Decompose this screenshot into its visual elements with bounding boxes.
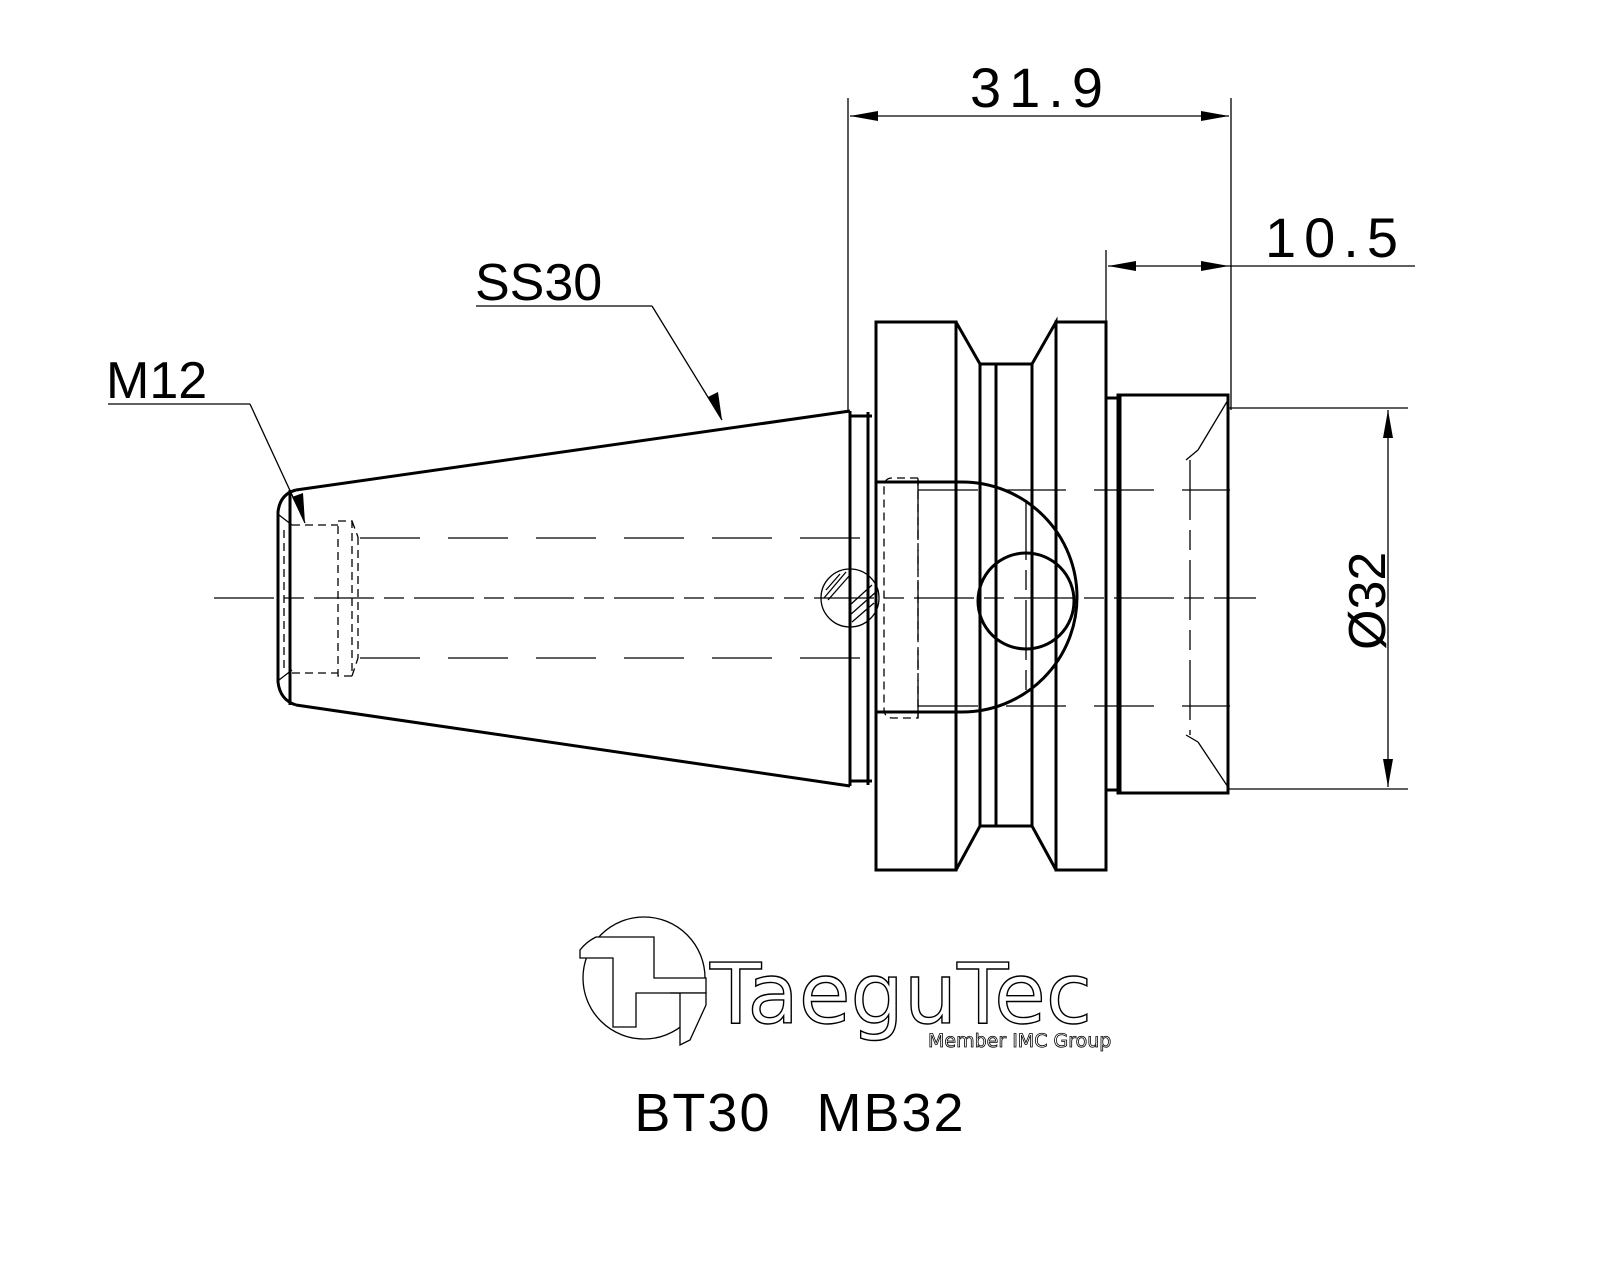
nose-body bbox=[1104, 393, 1230, 795]
callout-ss30: SS30 bbox=[475, 254, 723, 421]
callout-m12: M12 bbox=[106, 352, 306, 524]
hatch-pattern bbox=[823, 571, 877, 623]
logo-t-mark-icon bbox=[579, 936, 707, 1028]
flange bbox=[874, 316, 1230, 872]
callout-ss30-label: SS30 bbox=[475, 254, 602, 312]
dimension-flange-to-end: 10.5 bbox=[1105, 206, 1415, 328]
title-holder-type: BT30 bbox=[634, 1083, 772, 1143]
taegutec-logo: TaeguTec Member IMC Group bbox=[579, 916, 1112, 1052]
title-model: MB32 bbox=[816, 1083, 966, 1143]
dimension-10-5-label: 10.5 bbox=[1265, 206, 1406, 269]
dimension-diameter-label: Ø32 bbox=[1339, 552, 1397, 650]
dimension-31-9-label: 31.9 bbox=[970, 56, 1111, 119]
dimension-diameter: Ø32 bbox=[1228, 407, 1408, 790]
callout-m12-label: M12 bbox=[106, 352, 207, 410]
logo-brand: TaeguTec bbox=[709, 945, 1092, 1043]
logo-tagline: Member IMC Group bbox=[928, 1030, 1111, 1052]
drawing-title: BT30 MB32 bbox=[0, 1082, 1600, 1144]
dimension-overall-length: 31.9 bbox=[847, 56, 1232, 410]
